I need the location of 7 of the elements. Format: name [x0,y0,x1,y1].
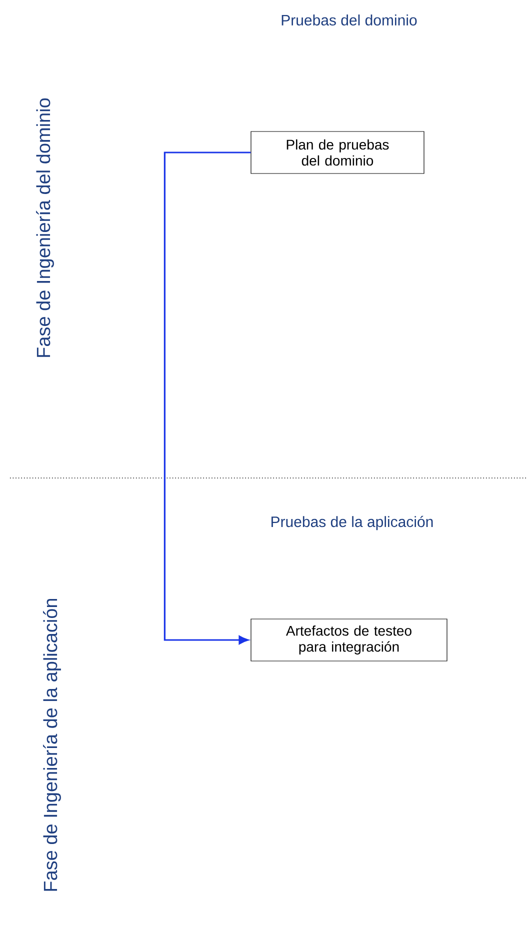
section-heading: Pruebas del dominio [282,14,417,26]
process-box: Artefactos de testeo para integración [250,618,448,662]
arrow [164,152,251,644]
phase-label: Fase de Ingeniería de la aplicación [43,598,61,891]
process-box: Plan de pruebas del dominio [250,131,424,174]
section-heading: Pruebas de la aplicación [272,516,433,530]
phase-label: Fase de Ingeniería del dominio [36,98,54,357]
